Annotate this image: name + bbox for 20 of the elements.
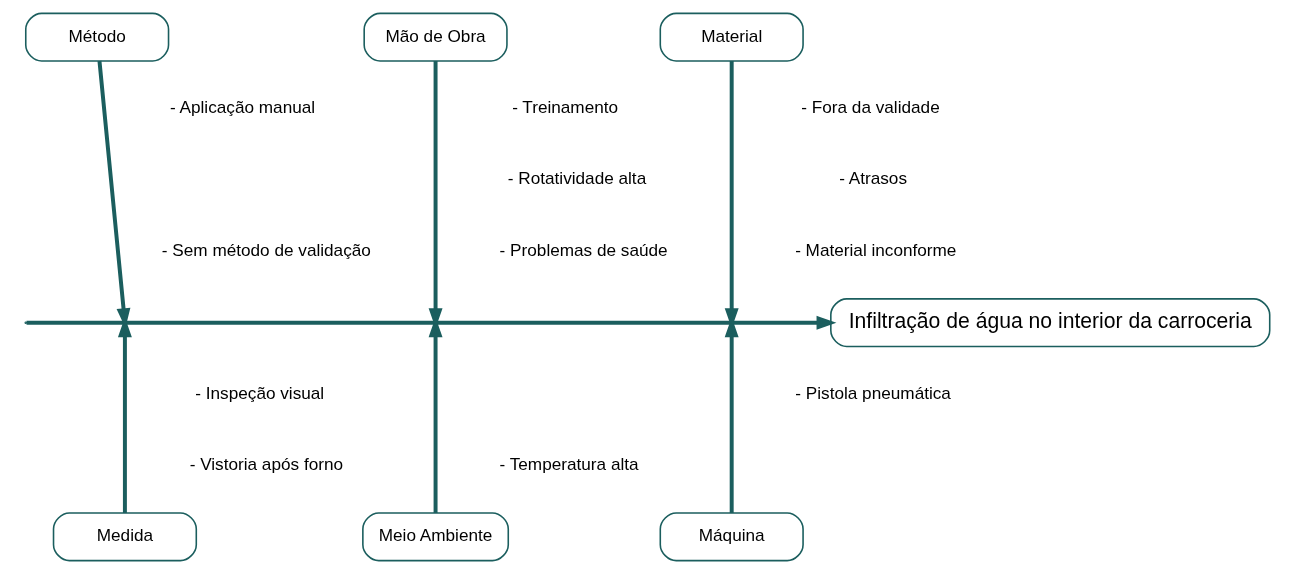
node-box: Meio Ambiente xyxy=(361,512,509,562)
label: - Problemas de saúde xyxy=(499,239,668,260)
label: - Aplicação manual xyxy=(169,97,315,118)
node-box: Método xyxy=(24,12,169,62)
label: - Rotatividade alta xyxy=(507,168,646,189)
node-box: Material xyxy=(659,12,804,62)
label: - Material inconforme xyxy=(794,239,956,260)
node-box: Medida xyxy=(52,512,197,562)
label: - Fora da validade xyxy=(800,97,940,118)
label: - Sem método de validação xyxy=(161,239,371,260)
node-box: Mão de Obra xyxy=(362,12,508,62)
label: - Temperatura alta xyxy=(499,453,639,474)
label: - Inspeção visual xyxy=(194,382,324,403)
label: - Pistola pneumática xyxy=(794,382,951,403)
node-box: Infiltração de água no interior da carroceria xyxy=(829,298,1270,348)
label: - Atrasos xyxy=(838,168,907,189)
label: - Vistoria após forno xyxy=(189,453,343,474)
node-box: Máquina xyxy=(659,512,804,562)
label: - Treinamento xyxy=(511,97,618,118)
arrow xyxy=(26,307,836,338)
